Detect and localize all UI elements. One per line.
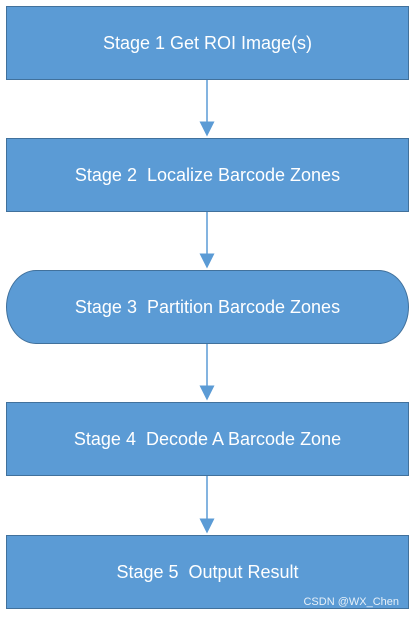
stage-4-label: Stage 4 Decode A Barcode Zone [73,428,342,449]
stage-2-label: Stage 2 Localize Barcode Zones [74,164,341,185]
stage-4-box: Stage 4 Decode A Barcode Zone [6,402,409,476]
watermark: CSDN @WX_Chen [303,596,399,608]
stage-3-box: Stage 3 Partition Barcode Zones [6,270,409,344]
stage-3-label: Stage 3 Partition Barcode Zones [74,296,341,317]
stage-5-label: Stage 5 Output Result [116,561,299,582]
stage-2-box: Stage 2 Localize Barcode Zones [6,138,409,212]
stage-1-label: Stage 1 Get ROI Image(s) [102,32,313,53]
stage-5-box: Stage 5 Output Result [6,535,409,609]
stage-1-box: Stage 1 Get ROI Image(s) [6,6,409,80]
